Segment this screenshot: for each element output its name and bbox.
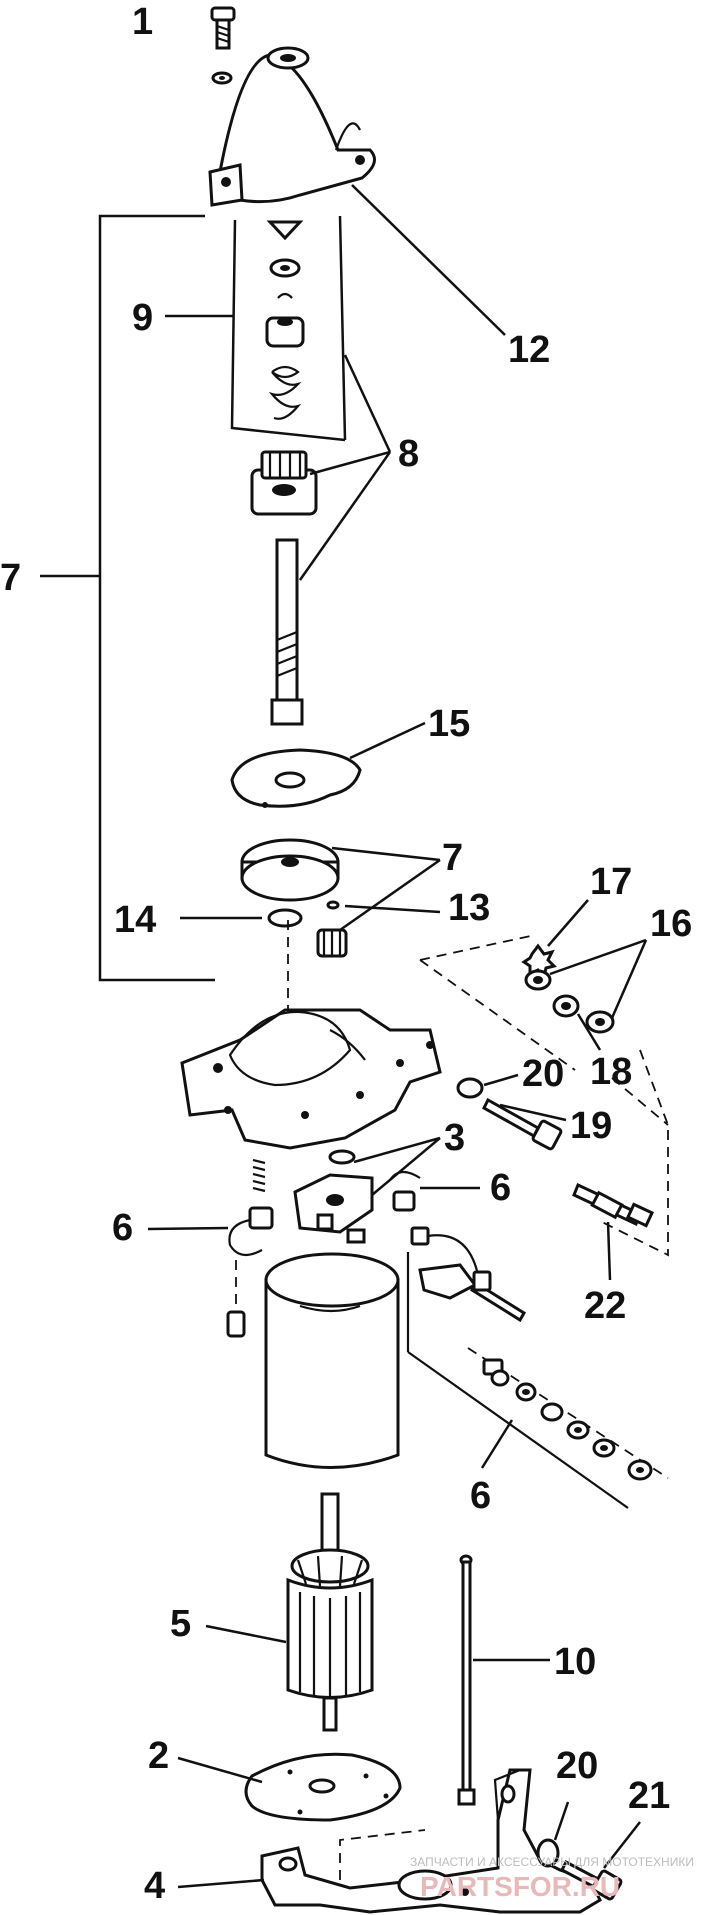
callout-17: 17	[590, 861, 632, 903]
callout-10: 10	[554, 1641, 596, 1683]
callout-13: 13	[448, 887, 490, 929]
part-12-drive-cap	[208, 46, 376, 207]
part-20-washer-lower	[536, 1838, 560, 1868]
part-21-bolt	[560, 1859, 623, 1901]
group-16-dashed-outline	[419, 934, 576, 1071]
part-7-large-gear	[240, 838, 340, 902]
callout-1: 1	[132, 1, 153, 43]
callout-15: 15	[428, 703, 470, 745]
part-6-brush-left	[228, 1206, 274, 1257]
part-20-washer-upper	[456, 1077, 484, 1099]
watermark: PARTSFOR.RU ЗАПЧАСТИ И АКСЕССУАРЫ ДЛЯ МО…	[410, 1855, 694, 1902]
group-22-dashed-outline	[597, 1049, 669, 1257]
part-13-washer	[326, 900, 340, 910]
watermark-caption: ЗАПЧАСТИ И АКСЕССУАРЫ ДЛЯ МОТОТЕХНИКИ	[410, 1855, 694, 1869]
group-7-bracket	[40, 214, 215, 982]
part-19-bolt	[482, 1097, 563, 1151]
callout-6-left-brush: 6	[112, 1207, 133, 1249]
part-field-frame	[264, 1252, 400, 1469]
part-15-plate	[230, 748, 362, 808]
callout-8: 8	[398, 433, 419, 475]
callout-9: 9	[132, 297, 153, 339]
callout-6-right-brush: 6	[490, 1167, 511, 1209]
callout-6-lead-kit: 6	[470, 1475, 491, 1517]
watermark-logo: PARTSFOR.RU	[420, 1871, 620, 1902]
part-7-small-gear	[316, 928, 348, 958]
callout-5: 5	[170, 1603, 191, 1645]
part-3-brush-plate	[293, 1149, 374, 1244]
callout-21: 21	[628, 1775, 670, 1817]
part-14-o-ring	[267, 908, 303, 928]
callout-18: 18	[590, 1051, 632, 1093]
part-22-terminal-stud	[572, 1182, 655, 1228]
callout-20-upper: 20	[522, 1053, 564, 1095]
callout-16: 16	[650, 903, 692, 945]
part-8-pinion	[250, 450, 318, 516]
part-5-armature	[286, 1492, 374, 1732]
part-brush-spring	[252, 1158, 266, 1193]
callout-20-lower: 20	[556, 1745, 598, 1787]
callout-22: 22	[584, 1285, 626, 1327]
callout-7-group: 7	[0, 557, 21, 599]
part-2-end-plate	[244, 1752, 402, 1822]
callout-7-gear: 7	[442, 837, 463, 879]
callout-4: 4	[144, 1865, 165, 1907]
part-9-spring-stack	[265, 220, 305, 420]
part-10-through-bolt	[457, 1554, 476, 1806]
part-frame-screw	[226, 1260, 246, 1338]
part-6-brush-right	[389, 1170, 421, 1212]
callout-3: 3	[444, 1117, 465, 1159]
part-16-nuts	[524, 969, 615, 1034]
part-6-field-lead	[410, 1226, 527, 1323]
callout-14: 14	[114, 899, 156, 941]
callout-12: 12	[508, 329, 550, 371]
part-1-screw	[210, 6, 236, 85]
group-9-bracket	[165, 215, 347, 442]
part-3-housing	[180, 1008, 442, 1150]
part-8-drive-shaft	[270, 538, 304, 726]
callout-19: 19	[570, 1105, 612, 1147]
part-6-lead-kit-hardware	[482, 1358, 653, 1481]
callout-2: 2	[148, 1735, 169, 1777]
